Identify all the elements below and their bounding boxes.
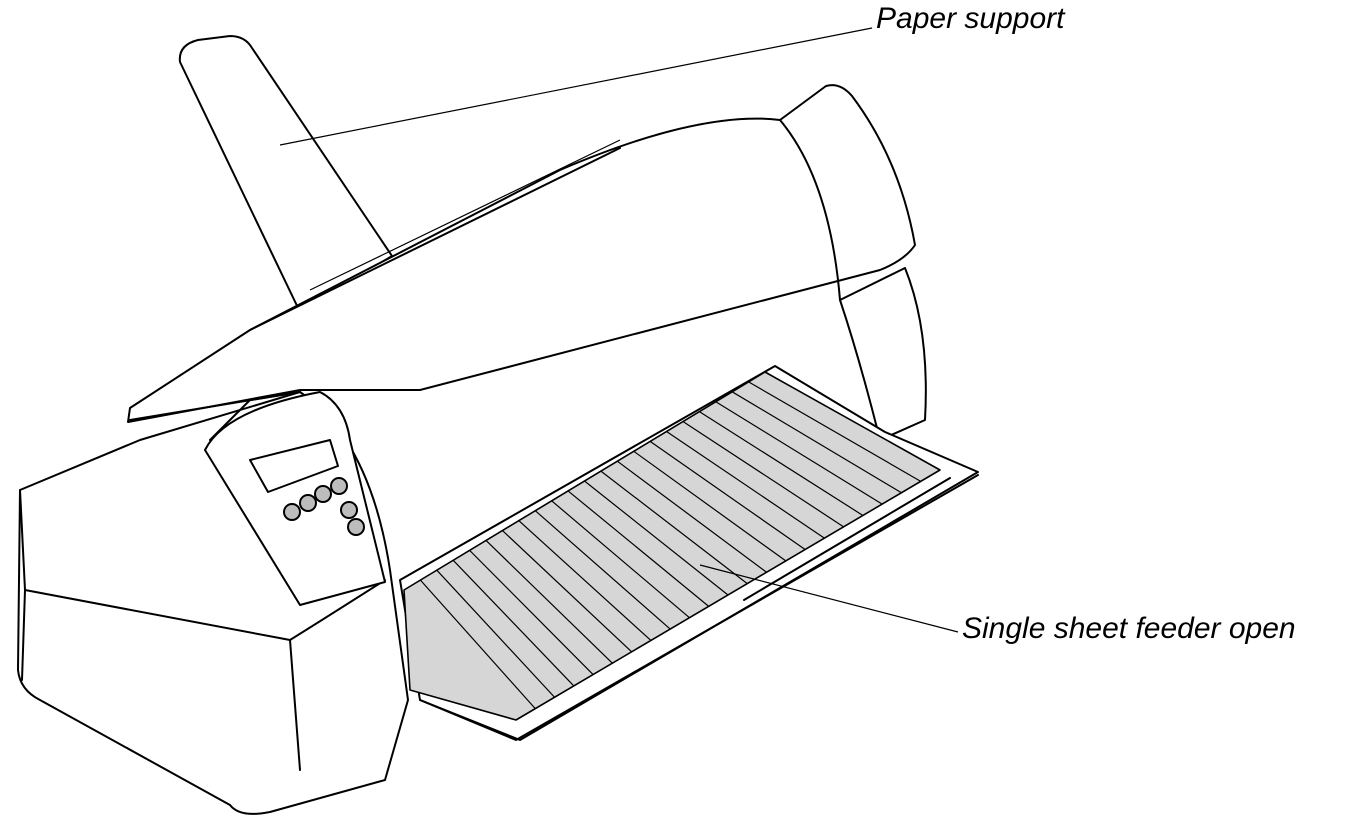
tray-rib xyxy=(469,549,594,675)
panel-button-3 xyxy=(314,485,332,503)
panel-button-4 xyxy=(330,477,348,495)
paper-support-leader xyxy=(279,27,873,146)
single-sheet-feeder xyxy=(399,365,979,741)
tray-rib xyxy=(485,540,613,664)
tray-rib xyxy=(649,440,806,551)
panel-button-2 xyxy=(299,494,317,512)
tray-rib xyxy=(633,450,787,562)
top-cover xyxy=(127,84,916,423)
feeder-leader xyxy=(699,564,959,633)
panel-button-5 xyxy=(340,501,358,519)
tray-rib xyxy=(682,421,844,528)
tray-rib xyxy=(452,559,575,687)
tray-rib xyxy=(748,381,922,482)
tray-rib xyxy=(419,579,536,710)
tray-rib xyxy=(551,500,690,619)
paper-support-label: Paper support xyxy=(876,2,1065,35)
lcd-display xyxy=(249,439,339,493)
tray-rib xyxy=(616,460,767,573)
tray-rib xyxy=(715,401,883,505)
tray-rib xyxy=(699,411,864,516)
tray-rib xyxy=(534,510,671,630)
tray-rib xyxy=(600,470,748,585)
single-sheet-feeder-label: Single sheet feeder open xyxy=(962,612,1296,645)
panel-button-6 xyxy=(347,518,365,536)
tray-rib xyxy=(584,480,729,596)
tray-rib xyxy=(518,520,652,641)
tray-rib xyxy=(666,430,825,539)
tray-rib xyxy=(731,391,902,494)
tray-rib xyxy=(436,569,555,698)
tray-rib xyxy=(567,490,710,607)
right-side xyxy=(839,267,927,441)
tray-rib xyxy=(502,530,633,653)
paper-support xyxy=(178,35,393,313)
control-panel xyxy=(204,391,386,606)
panel-button-1 xyxy=(283,503,301,521)
